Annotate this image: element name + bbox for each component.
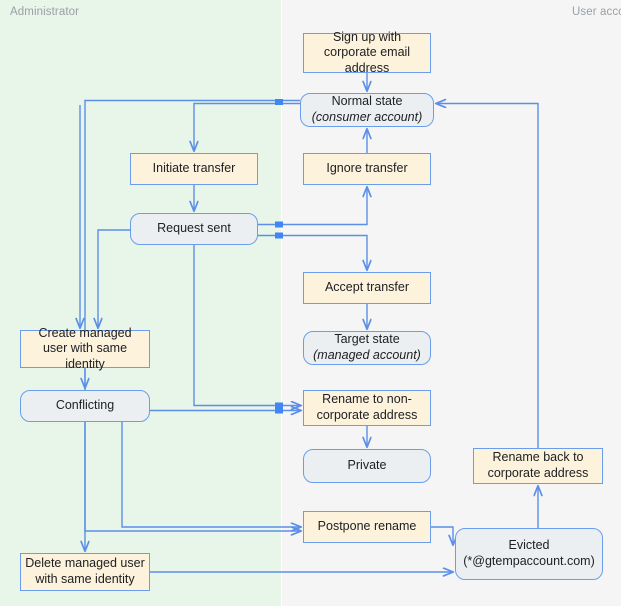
- node-label: Evicted: [508, 538, 550, 553]
- node-private[interactable]: Private: [303, 449, 431, 483]
- node-label: Rename back to corporate address: [487, 450, 589, 480]
- node-target-state[interactable]: Target state (managed account): [303, 331, 431, 365]
- node-label: Ignore transfer: [326, 161, 408, 176]
- node-sublabel: (managed account): [313, 348, 421, 362]
- node-label: Request sent: [157, 221, 231, 236]
- node-label: Sign up with corporate email address: [323, 29, 411, 75]
- node-label: Conflicting: [55, 398, 115, 413]
- node-evicted[interactable]: Evicted (*@gtempaccount.com): [455, 528, 603, 580]
- node-label: Normal state: [331, 94, 403, 109]
- node-sublabel: (*@gtempaccount.com): [463, 554, 595, 568]
- node-request-sent[interactable]: Request sent: [130, 213, 258, 245]
- node-label: Target state: [334, 332, 400, 347]
- node-rename-back-to-corporate[interactable]: Rename back to corporate address: [473, 448, 603, 484]
- node-normal-state[interactable]: Normal state (consumer account): [300, 93, 434, 127]
- node-delete-managed-user[interactable]: Delete managed user with same identity: [20, 553, 150, 591]
- node-label: Postpone rename: [317, 519, 417, 534]
- swimlane-label-user-account-owner: User account owner: [572, 6, 621, 18]
- node-create-managed-user[interactable]: Create managed user with same identity: [20, 326, 150, 371]
- node-initiate-transfer[interactable]: Initiate transfer: [130, 153, 258, 185]
- node-ignore-transfer[interactable]: Ignore transfer: [303, 153, 431, 185]
- node-label: Private: [347, 458, 387, 473]
- node-conflicting[interactable]: Conflicting: [20, 390, 150, 422]
- node-label: Accept transfer: [324, 280, 410, 295]
- node-rename-to-non-corporate[interactable]: Rename to non-corporate address: [303, 390, 431, 426]
- node-sublabel: (consumer account): [311, 110, 423, 124]
- node-label: Delete managed user with same identity: [25, 556, 145, 586]
- node-postpone-rename[interactable]: Postpone rename: [303, 511, 431, 543]
- swimlane-label-administrator: Administrator: [10, 6, 80, 18]
- node-label: Rename to non-corporate address: [316, 392, 418, 422]
- node-accept-transfer[interactable]: Accept transfer: [303, 272, 431, 304]
- node-label: Initiate transfer: [152, 161, 236, 176]
- node-label: Create managed user with same identity: [38, 325, 132, 371]
- swimlane-administrator: Administrator: [0, 0, 281, 606]
- node-sign-up[interactable]: Sign up with corporate email address: [303, 30, 431, 75]
